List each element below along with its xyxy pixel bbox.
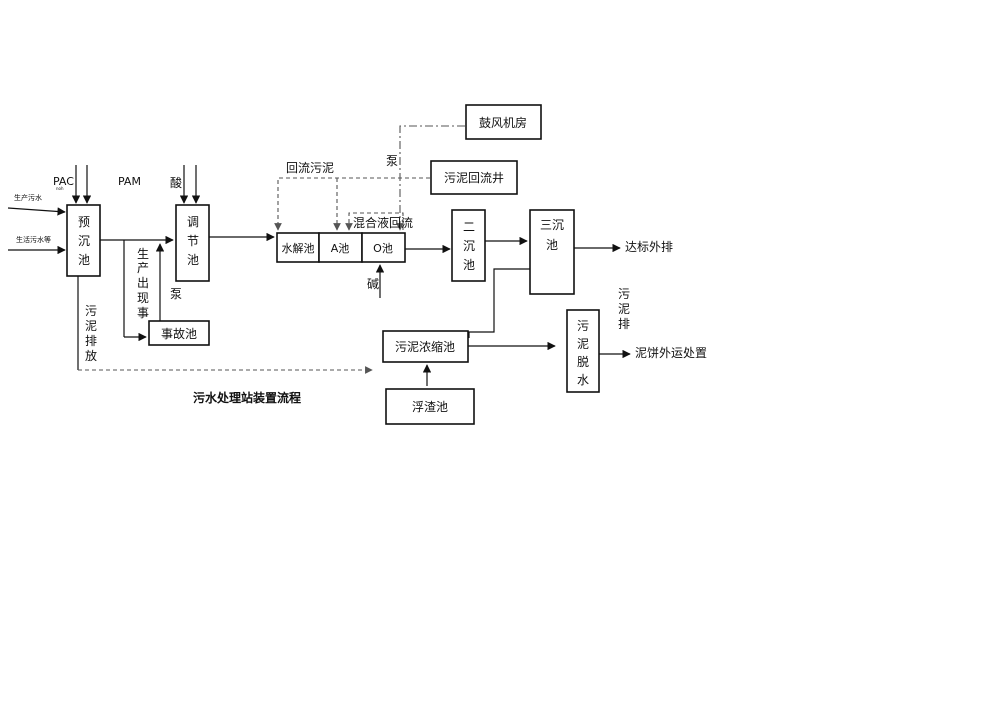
svg-text:事: 事 <box>137 306 149 320</box>
domestic-sewage-label: 生活污水等 <box>16 235 51 244</box>
pump-bottom-label: 泵 <box>170 287 182 301</box>
diagram-title: 污水处理站装置流程 <box>193 390 301 405</box>
pump-top-label: 泵 <box>386 154 398 168</box>
production-sewage-label: 生产污水 <box>14 193 42 202</box>
svg-text:A池: A池 <box>331 242 350 255</box>
svg-text:二: 二 <box>463 220 475 234</box>
sludge-return-well: 污泥回流井 <box>430 160 518 195</box>
svg-text:浮渣池: 浮渣池 <box>412 400 448 414</box>
svg-text:池: 池 <box>187 253 199 267</box>
sludge-discharge-left-label: 污 泥 排 放 <box>85 304 97 363</box>
svg-text:水: 水 <box>577 373 589 387</box>
svg-text:预: 预 <box>78 215 90 229</box>
svg-text:事故池: 事故池 <box>161 326 197 341</box>
return-sludge-line <box>274 177 430 231</box>
sludge-dewatering: 污 泥 脱 水 <box>566 309 600 393</box>
a-tank: A池 <box>318 232 363 263</box>
pre-settling-tank: 预 沉 池 <box>66 204 101 277</box>
svg-text:池: 池 <box>546 238 558 252</box>
alkali-label: 碱 <box>367 277 379 291</box>
mixed-liquor-return-line <box>345 212 404 231</box>
return-sludge-label: 回流污泥 <box>286 161 334 175</box>
svg-text:O池: O池 <box>373 242 393 255</box>
svg-text:现: 现 <box>137 291 149 305</box>
pac-label: PAC <box>53 175 74 188</box>
scum-tank: 浮渣池 <box>385 388 475 425</box>
svg-text:池: 池 <box>463 258 475 272</box>
tertiary-settling-tank: 三沉 池 <box>529 209 575 295</box>
svg-text:水解池: 水解池 <box>282 241 315 255</box>
svg-text:污: 污 <box>618 287 630 301</box>
svg-text:沉: 沉 <box>78 234 90 248</box>
svg-text:脱: 脱 <box>577 354 589 369</box>
svg-text:鼓风机房: 鼓风机房 <box>479 115 527 130</box>
hydrolysis-tank: 水解池 <box>276 232 320 263</box>
cake-disposal-label: 泥饼外运处置 <box>635 346 707 360</box>
svg-text:污泥回流井: 污泥回流井 <box>444 171 504 185</box>
pac-sub-label: noh <box>56 186 64 191</box>
svg-text:三沉: 三沉 <box>540 218 564 232</box>
sludge-discharge-right-label: 污 泥 排 <box>618 287 630 331</box>
svg-text:污泥浓缩池: 污泥浓缩池 <box>395 339 455 354</box>
settling-sludge-line <box>468 268 530 338</box>
svg-text:节: 节 <box>187 234 199 248</box>
acid-label: 酸 <box>170 175 182 190</box>
pam-label: PAM <box>118 175 141 188</box>
svg-text:污: 污 <box>85 304 97 318</box>
svg-text:调: 调 <box>187 215 199 229</box>
svg-text:污: 污 <box>577 319 589 333</box>
blower-room: 鼓风机房 <box>465 104 542 140</box>
svg-text:出: 出 <box>137 276 149 290</box>
svg-text:泥: 泥 <box>618 302 630 316</box>
svg-text:排: 排 <box>85 334 97 348</box>
accident-tank: 事故池 <box>148 320 210 346</box>
secondary-settling-tank: 二 沉 池 <box>451 209 486 282</box>
svg-text:沉: 沉 <box>463 239 475 253</box>
svg-text:池: 池 <box>78 253 90 267</box>
svg-text:泥: 泥 <box>85 319 97 333</box>
svg-text:泥: 泥 <box>577 337 589 351</box>
sludge-thickener: 污泥浓缩池 <box>382 330 469 363</box>
production-sewage-arrow <box>7 207 66 216</box>
effluent-label: 达标外排 <box>625 240 673 254</box>
svg-text:排: 排 <box>618 317 630 331</box>
svg-text:产: 产 <box>137 261 149 275</box>
mixed-liquor-return-label: 混合液回流 <box>353 215 413 230</box>
o-tank: O池 <box>361 232 406 263</box>
regulating-tank: 调 节 池 <box>175 204 210 282</box>
svg-text:生: 生 <box>137 247 149 261</box>
accident-note: 生 产 出 现 事 <box>137 247 149 320</box>
blower-air-line <box>396 125 465 231</box>
svg-text:放: 放 <box>85 348 97 363</box>
